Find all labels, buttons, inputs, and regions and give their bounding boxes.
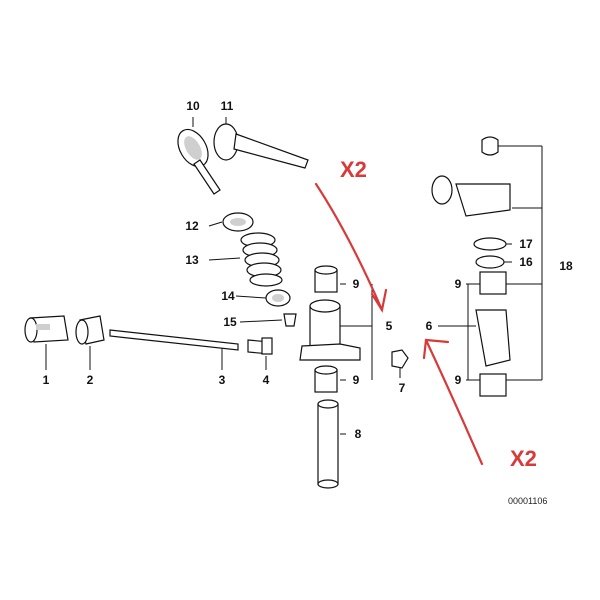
part-2-bushing <box>75 315 105 345</box>
part-1-tappet <box>24 315 69 343</box>
part-9-bushing-upper-left <box>314 265 338 293</box>
document-number: 00001106 <box>508 496 547 506</box>
part-5-rocker-arm <box>299 299 361 361</box>
part-15-keeper <box>283 313 297 327</box>
part-11-valve <box>213 123 309 169</box>
callout-17: 17 <box>519 237 533 251</box>
part-8-rocker-shaft <box>317 399 339 489</box>
callout-11: 11 <box>221 99 234 113</box>
part-14-retainer <box>265 289 291 307</box>
callout-labels: 10 11 12 13 14 15 1 2 3 4 9 5 9 7 8 6 9 … <box>43 99 573 441</box>
arrow-to-rocker-arm-6 <box>424 338 484 466</box>
callout-12: 12 <box>185 219 199 233</box>
callout-4: 4 <box>263 373 270 387</box>
part-18-rocker-assembly <box>431 136 511 397</box>
callout-1: 1 <box>43 373 50 387</box>
callout-5: 5 <box>386 319 393 333</box>
arrow-head-top <box>370 288 388 313</box>
part-9-bushing-lower-left <box>314 365 338 393</box>
part-3-push-rod <box>109 329 239 351</box>
part-12-spring-cap <box>222 212 254 232</box>
quantity-x2-top: X2 <box>340 157 367 182</box>
part-10-valve <box>177 128 221 195</box>
quantity-annotations: X2 X2 <box>314 157 537 471</box>
callout-9-upper-left: 9 <box>353 277 360 291</box>
callout-10: 10 <box>186 99 200 113</box>
quantity-x2-bottom: X2 <box>510 446 537 471</box>
arrow-to-rocker-arm-5 <box>314 182 384 312</box>
callout-14: 14 <box>221 289 235 303</box>
callout-9-lower-right: 9 <box>455 373 462 387</box>
callout-8: 8 <box>355 427 362 441</box>
callout-16: 16 <box>519 255 533 269</box>
part-7-nut <box>391 349 409 369</box>
callout-9-lower-left: 9 <box>353 373 360 387</box>
callout-3: 3 <box>219 373 226 387</box>
part-13-valve-spring <box>240 232 283 287</box>
callout-7: 7 <box>399 381 406 395</box>
callout-9-upper-right: 9 <box>455 277 462 291</box>
callout-13: 13 <box>185 253 199 267</box>
callout-6: 6 <box>426 319 433 333</box>
leader-lines <box>45 117 543 435</box>
part-4-adjusting-screw <box>247 337 273 355</box>
arrow-head-bottom <box>422 338 450 360</box>
callout-15: 15 <box>223 315 237 329</box>
callout-18: 18 <box>559 259 573 273</box>
callout-2: 2 <box>87 373 94 387</box>
